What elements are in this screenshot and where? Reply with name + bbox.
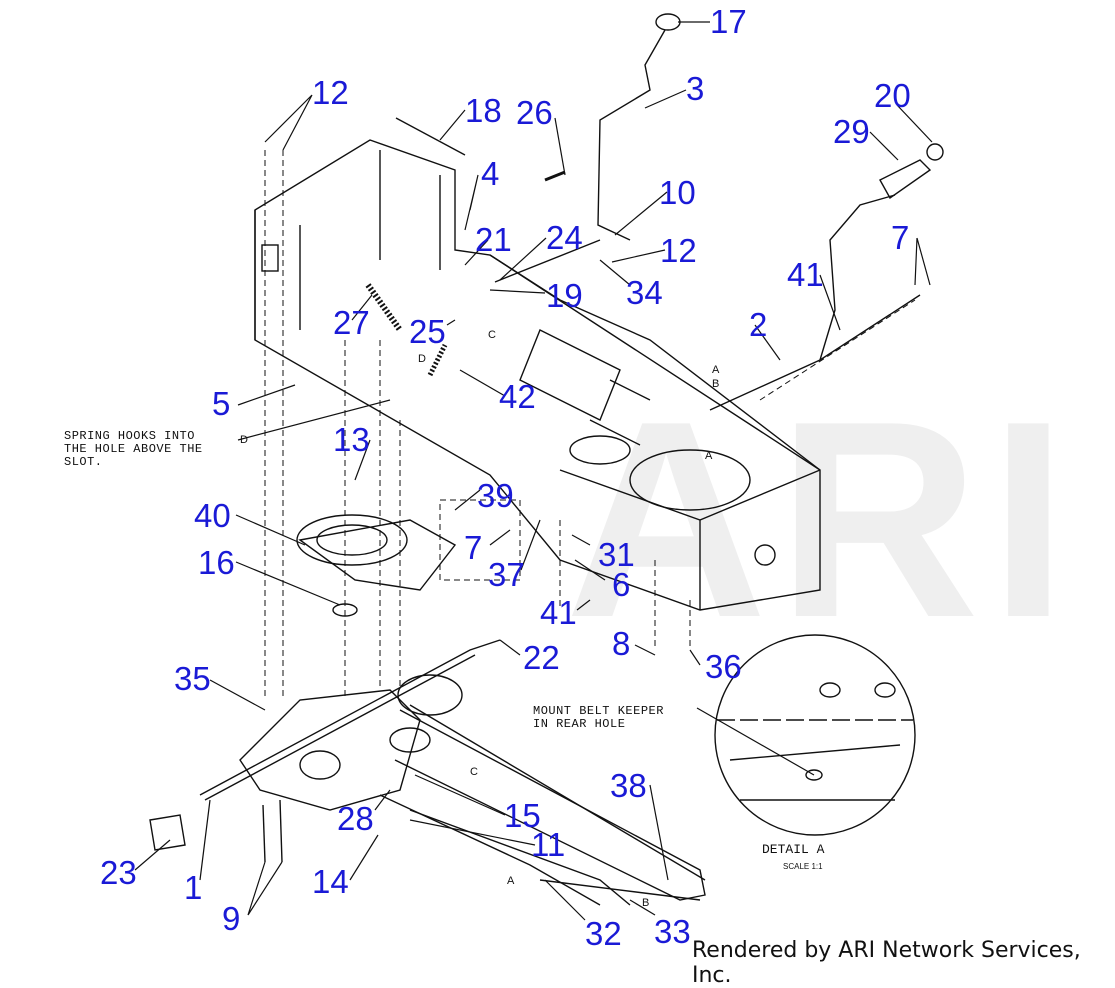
callout-39: 39 [477, 477, 514, 514]
callout-13: 13 [333, 421, 370, 458]
callout-7: 7 [464, 529, 483, 566]
steering-parts [395, 13, 944, 411]
callout-16: 16 [198, 544, 235, 581]
callout-10: 10 [659, 174, 696, 211]
ref-letter: D [240, 434, 248, 446]
mount-belt-keeper-note: MOUNT BELT KEEPER IN REAR HOLE [533, 704, 664, 731]
alignment-lines [264, 150, 916, 700]
callout-15: 15 [504, 797, 541, 834]
callout-34: 34 [626, 274, 663, 311]
detail-a-title: DETAIL A [762, 842, 825, 857]
callout-4: 4 [481, 155, 500, 192]
callout-3: 3 [686, 70, 705, 107]
detail-a-scale: SCALE 1:1 [783, 862, 823, 871]
ref-letter: C [488, 329, 496, 341]
chassis-frame [254, 139, 821, 611]
callout-36: 36 [705, 648, 742, 685]
callout-1: 1 [184, 869, 203, 906]
ref-letter: A [712, 364, 720, 376]
callout-2: 2 [749, 306, 768, 343]
callout-18: 18 [465, 92, 502, 129]
ref-letter: A [507, 875, 515, 887]
callout-6: 6 [612, 566, 631, 603]
callout-20: 20 [874, 77, 911, 114]
callout-24: 24 [546, 219, 583, 256]
callout-32: 32 [585, 915, 622, 952]
callout-26: 26 [516, 94, 553, 131]
callout-27: 27 [333, 304, 370, 341]
callout-42: 42 [499, 378, 536, 415]
callout-37: 37 [488, 556, 525, 593]
callout-28: 28 [337, 800, 374, 837]
springs [365, 170, 566, 377]
rendered-by-footer: Rendered by ARI Network Services, Inc. [692, 938, 1081, 988]
leader-lines [134, 21, 933, 921]
ref-letter: B [642, 897, 650, 909]
ref-letter: B [712, 378, 720, 390]
callout-12: 12 [660, 232, 697, 269]
callout-29: 29 [833, 113, 870, 150]
rods [262, 794, 701, 906]
callout-5: 5 [212, 385, 231, 422]
ref-letter: A [705, 450, 713, 462]
callout-41: 41 [540, 594, 577, 631]
callout-12: 12 [312, 74, 349, 111]
detail-a-view [714, 634, 916, 836]
callout-22: 22 [523, 639, 560, 676]
callout-40: 40 [194, 497, 231, 534]
callout-23: 23 [100, 854, 137, 891]
ref-letter: D [418, 353, 426, 365]
callout-21: 21 [475, 221, 512, 258]
callout-33: 33 [654, 913, 691, 950]
callout-31: 31 [598, 536, 635, 573]
ari-watermark: ARI [565, 364, 1078, 676]
callout-8: 8 [612, 625, 631, 662]
pulleys-belts [296, 514, 706, 901]
callout-19: 19 [546, 277, 583, 314]
callout-35: 35 [174, 660, 211, 697]
callout-14: 14 [312, 863, 349, 900]
callout-25: 25 [409, 313, 446, 350]
callout-9: 9 [222, 900, 241, 937]
callout-7: 7 [891, 219, 910, 256]
callout-17: 17 [710, 3, 747, 40]
transmission [149, 639, 501, 851]
callout-41: 41 [787, 256, 824, 293]
spring-hooks-note: SPRING HOOKS INTO THE HOLE ABOVE THE SLO… [64, 429, 203, 469]
callout-38: 38 [610, 767, 647, 804]
ref-letter: C [470, 766, 478, 778]
callout-11: 11 [531, 826, 566, 863]
